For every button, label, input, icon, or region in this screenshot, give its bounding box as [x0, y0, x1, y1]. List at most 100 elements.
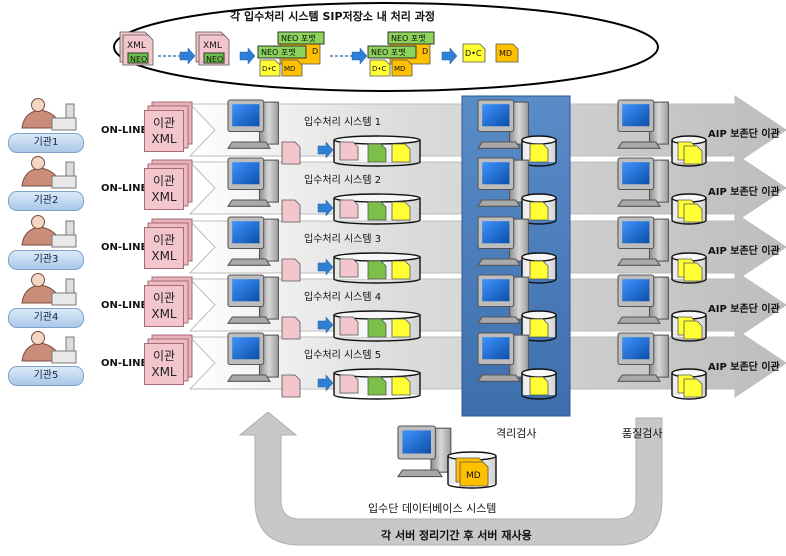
process-arrow-3 [351, 47, 368, 65]
pc-keyboard [477, 141, 521, 149]
intake-system-label-5: 입수처리 시스템 5 [304, 350, 382, 361]
online-label-5: ON-LINE [101, 358, 148, 369]
intake-system-label-1: 입수처리 시스템 1 [304, 117, 382, 128]
isolation-computer-1-icon [477, 99, 529, 149]
intake-arrow-5 [317, 374, 334, 392]
agency-person-3-icon [21, 215, 77, 248]
cylinder-top [521, 368, 557, 378]
pc-screen [402, 430, 431, 454]
person-desk [51, 175, 77, 189]
isolation-doc-2 [529, 201, 549, 221]
database-system-label: 입수단 데이터베이스 시스템 [368, 502, 497, 515]
intake-arrow-1 [317, 141, 334, 159]
neo-format-tag-2 [257, 45, 307, 59]
pc-screen [232, 162, 260, 185]
xml-label: XML [127, 41, 146, 51]
agency-person-4-icon [21, 273, 77, 306]
process-stack-1: XML NEO [119, 31, 154, 66]
pc-screen [622, 104, 650, 127]
intake-doc-4 [281, 316, 301, 340]
store-xml-doc-2 [339, 199, 359, 219]
transfer-xml-line2-4: XML [151, 307, 177, 321]
store-xml-doc-4 [339, 316, 359, 336]
intake-system-label-4: 입수처리 시스템 4 [304, 292, 382, 303]
reuse-loop-arrow [238, 411, 663, 546]
isolation-doc-3 [529, 260, 549, 280]
database-computer-icon [396, 425, 452, 478]
process-title: 각 입수처리 시스템 SIP저장소 내 처리 과정 [230, 10, 435, 23]
transfer-xml-line1-3: 이관 [152, 233, 176, 247]
cylinder-outline [333, 315, 421, 342]
process-arrow-4 [441, 47, 458, 65]
cylinder-top [521, 310, 557, 320]
person-desk [51, 234, 77, 248]
pc-screen [622, 279, 650, 302]
dc-label: D•C [372, 65, 387, 73]
intake-arrow-2 [317, 199, 334, 217]
store-dc-doc-2 [391, 201, 411, 221]
pc-screen [232, 279, 260, 302]
dc-doc [369, 59, 391, 77]
transfer-xml-line2-1: XML [151, 132, 177, 146]
person-monitor [65, 161, 75, 177]
dc-doc [259, 59, 281, 77]
cylinder-outline [671, 198, 707, 225]
cylinder-outline [671, 315, 707, 342]
person-desk [51, 292, 77, 306]
pc-keyboard [477, 374, 521, 382]
pc-keyboard [617, 316, 661, 324]
quality-doc2-2 [683, 203, 703, 223]
store-xml-doc-1 [339, 141, 359, 161]
isolation-computer-3-icon [477, 216, 529, 266]
person-head [31, 273, 45, 287]
pc-keyboard [396, 469, 444, 478]
agency-person-1-icon [21, 98, 77, 131]
store-neo-doc-5 [367, 376, 387, 396]
person-head [31, 331, 45, 345]
quality-computer-1-icon [617, 99, 669, 149]
quality-doc2-4 [683, 320, 703, 340]
pc-screen [482, 337, 510, 360]
database-md-label: MD [466, 471, 481, 481]
store-xml-doc-3 [339, 258, 359, 278]
quality-doc2-5 [683, 378, 703, 398]
pc-keyboard [477, 316, 521, 324]
cylinder-outline [333, 257, 421, 284]
person-monitor [65, 336, 75, 352]
quality-computer-3-icon [617, 216, 669, 266]
intake-arrow-3 [317, 258, 334, 276]
intake-doc-5 [281, 374, 301, 398]
online-label-2: ON-LINE [101, 183, 148, 194]
pc-keyboard [617, 141, 661, 149]
md-doc [391, 59, 413, 77]
cylinder-top [521, 135, 557, 145]
intake-computer-4-icon [227, 274, 279, 324]
pc-keyboard [227, 374, 271, 382]
transfer-xml-line1-5: 이관 [152, 349, 176, 363]
neo-label: NEO [130, 55, 147, 64]
pc-screen [482, 221, 510, 244]
isolation-computer-2-icon [477, 157, 529, 207]
pc-keyboard [617, 374, 661, 382]
neo-tag [127, 52, 149, 64]
person-desk [51, 350, 77, 364]
transfer-xml-line1-4: 이관 [152, 291, 176, 305]
aip-transfer-label-3: AIP 보존단 이관 [708, 246, 780, 257]
process-arrow-1 [179, 47, 196, 65]
quality-doc2-3 [683, 262, 703, 282]
pc-keyboard [227, 141, 271, 149]
xml-label: XML [203, 41, 222, 51]
agency-label-1: 기관1 [8, 133, 84, 153]
store-dc-doc-5 [391, 376, 411, 396]
person-monitor [65, 278, 75, 294]
aip-transfer-label-4: AIP 보존단 이관 [708, 304, 780, 315]
intake-computer-3-icon [227, 216, 279, 266]
aip-transfer-label-2: AIP 보존단 이관 [708, 187, 780, 198]
cylinder-top [521, 193, 557, 203]
transfer-xml-line1-2: 이관 [152, 174, 176, 188]
person-head [31, 156, 45, 170]
